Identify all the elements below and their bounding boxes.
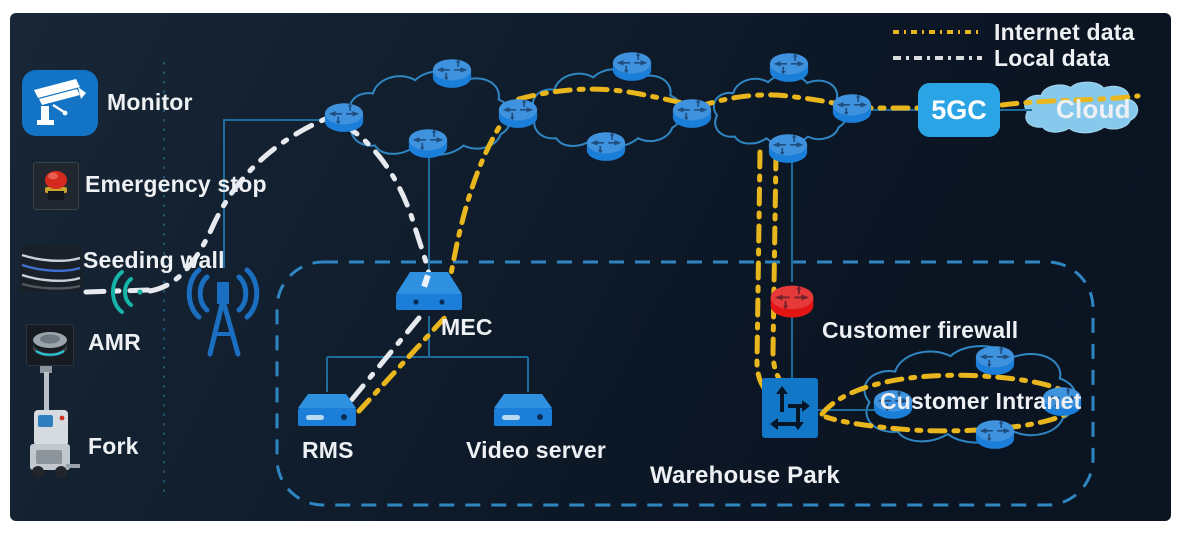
- warehouse-park-label: Warehouse Park: [650, 462, 840, 489]
- router-icon: [975, 346, 1015, 375]
- mec-device-icon: [396, 272, 462, 310]
- monitor-label: Monitor: [107, 89, 193, 115]
- legend-internet-label: Internet data: [994, 19, 1135, 45]
- cctv-camera-icon: [22, 70, 98, 136]
- network-switch-icon: [762, 378, 818, 438]
- rms-server-icon: [298, 394, 356, 426]
- customer-intranet-label: Customer Intranet: [880, 388, 1082, 414]
- warehouse-park-boundary: [275, 260, 1095, 507]
- emergency-stop-label: Emergency stop: [85, 171, 267, 197]
- amr-robot-icon: [26, 324, 74, 366]
- customer-firewall-icon: [770, 285, 814, 318]
- solid-links: [223, 109, 1032, 411]
- video-server-label: Video server: [466, 437, 607, 463]
- emergency-stop-button-icon: [33, 162, 79, 210]
- router-icon: [769, 53, 809, 82]
- amr-label: AMR: [88, 329, 141, 355]
- five-gc-label: 5GC: [918, 83, 1000, 137]
- router-icon: [408, 129, 448, 158]
- fork-label: Fork: [88, 433, 139, 459]
- router-icon: [498, 99, 538, 128]
- seeding-wall-screen-icon: [20, 246, 82, 292]
- customer-firewall-label: Customer firewall: [822, 317, 1019, 343]
- seeding-wall-label: Seeding wall: [83, 247, 225, 273]
- wifi-signal-icon: [111, 270, 143, 314]
- mec-label: MEC: [441, 314, 493, 340]
- cloud-label: Cloud: [1056, 94, 1131, 124]
- legend-local-label: Local data: [994, 45, 1110, 71]
- router-icon: [586, 132, 626, 161]
- router-icon: [612, 52, 652, 81]
- router-icon: [672, 99, 712, 128]
- router-icon: [432, 59, 472, 88]
- video-server-icon: [494, 394, 552, 426]
- router-icon: [768, 134, 808, 163]
- router-icon: [324, 103, 364, 132]
- router-icon: [832, 94, 872, 123]
- local-data-path: [83, 114, 432, 406]
- router-icon: [975, 420, 1015, 449]
- antenna-tower-icon: [186, 267, 260, 357]
- internet-cloud-3: [712, 74, 849, 146]
- forklift-robot-icon: [20, 364, 80, 480]
- internet-data-path: [356, 86, 1141, 434]
- rms-label: RMS: [302, 437, 354, 463]
